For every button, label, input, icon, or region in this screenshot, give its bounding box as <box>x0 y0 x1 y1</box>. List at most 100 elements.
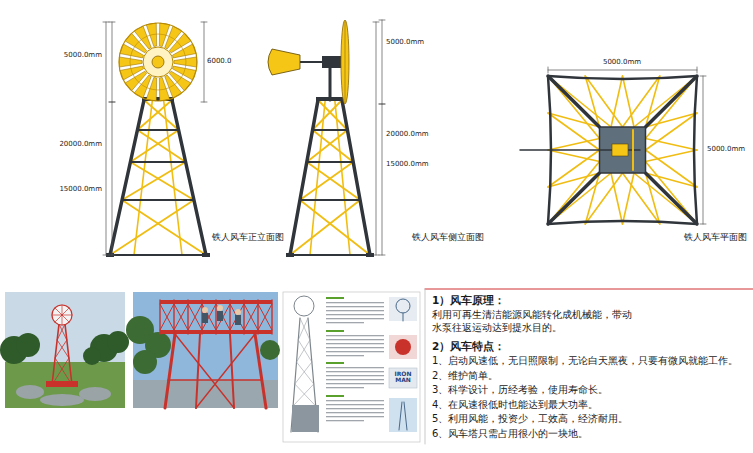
tower-leg <box>165 334 175 408</box>
render-photo <box>126 292 280 408</box>
dimension-tick <box>109 102 115 103</box>
strut <box>122 199 194 201</box>
spoke <box>62 315 63 325</box>
plan-wheel-edge <box>632 130 634 170</box>
plan-frame <box>548 221 697 224</box>
sky <box>133 292 278 408</box>
mini-brace <box>293 384 314 406</box>
tower-lattice <box>286 97 374 257</box>
person <box>217 311 223 321</box>
brace <box>57 340 69 358</box>
panel-text-bar <box>326 343 384 344</box>
dimension-line <box>106 22 107 255</box>
spoke <box>62 305 63 315</box>
panel-text-bar <box>326 420 364 421</box>
spoke <box>62 315 69 322</box>
railing-brace <box>244 304 258 330</box>
gearbox <box>322 56 342 68</box>
mini-brace <box>298 340 312 362</box>
wheel-ring <box>130 34 186 90</box>
inner-leg <box>164 100 182 255</box>
dimension-label: 15000.0mm <box>386 160 429 168</box>
strut <box>307 161 353 163</box>
text-rules <box>425 289 753 444</box>
logo-text: IRON MAN <box>389 371 417 384</box>
logo-box <box>389 368 417 388</box>
wheel-blade <box>119 57 142 67</box>
dimension-line <box>382 104 383 255</box>
render-photo <box>0 292 129 408</box>
dimension-tick <box>109 255 115 256</box>
mini-brace <box>295 362 312 384</box>
dimension-label: 5000.0mm <box>386 38 424 46</box>
tower-leg <box>172 100 206 255</box>
railing-brace <box>230 304 244 330</box>
plan-frame <box>694 76 697 224</box>
railing-brace <box>230 304 244 330</box>
railing-brace <box>216 304 230 330</box>
cross-brace <box>307 162 360 200</box>
panel-text-bar <box>326 416 384 417</box>
wheel-edge <box>341 20 349 104</box>
thumbnail <box>389 297 417 321</box>
panel-text-bar <box>326 339 384 340</box>
railing-brace <box>258 304 272 330</box>
brace <box>57 324 65 340</box>
wheel-blade <box>174 57 197 67</box>
tower-foot <box>202 253 210 257</box>
dimension-tick <box>109 22 115 23</box>
spoke <box>55 315 62 322</box>
plan-brace <box>646 139 698 151</box>
strut <box>110 254 206 256</box>
plan-brace <box>623 173 635 224</box>
plan-brace <box>548 76 600 139</box>
railing-brace <box>188 304 202 330</box>
dimension-line <box>204 22 205 102</box>
railing-brace <box>160 304 174 330</box>
panel-text-bar <box>326 412 384 413</box>
dimension-tick <box>379 104 385 105</box>
brace <box>59 324 67 340</box>
tree <box>16 333 40 357</box>
railing-brace <box>202 304 216 330</box>
panel-text-bar <box>326 310 384 311</box>
plan-leg <box>646 76 698 127</box>
list-item: 3、科学设计，历经考验，使用寿命长。 <box>432 384 608 396</box>
dimension-tick <box>109 102 115 103</box>
plan-gearbox <box>612 144 628 156</box>
mini-brace <box>297 362 314 384</box>
list-item: 4、在风速很低时也能达到最大功率。 <box>432 399 598 411</box>
platform <box>46 381 78 387</box>
view-caption: 铁人风车平面图 <box>684 232 747 242</box>
wheel-blade <box>120 66 144 80</box>
person <box>235 315 241 325</box>
panel-text-bar <box>326 387 364 388</box>
panel-text-bar <box>326 379 384 380</box>
spoke <box>55 308 62 315</box>
plan-leg <box>646 173 698 224</box>
cross-brace <box>122 162 186 200</box>
plan-brace <box>548 162 600 225</box>
dimension-tick <box>379 104 385 105</box>
dimension-tick <box>700 224 706 225</box>
thumb-mast <box>403 313 404 321</box>
dimension-tick <box>700 76 706 77</box>
dimensions <box>103 20 706 255</box>
list-item: 6、风车塔只需占用很小的一块地。 <box>432 428 588 440</box>
tower-mast <box>329 68 332 100</box>
dimension-line <box>548 70 697 71</box>
strut <box>313 129 348 131</box>
tower-foot <box>286 253 294 257</box>
dimension-tick <box>373 22 379 23</box>
section-heading: 2）风车特点： <box>432 340 505 353</box>
dimension-label: 20000.0mm <box>386 130 429 138</box>
person <box>202 313 208 323</box>
person <box>235 309 241 315</box>
cross-brace <box>290 200 360 255</box>
thumbnail <box>389 398 417 432</box>
section-heading: 1）风车原理： <box>432 294 505 307</box>
dimension-tick <box>379 255 385 256</box>
dimension-tick <box>697 67 698 73</box>
